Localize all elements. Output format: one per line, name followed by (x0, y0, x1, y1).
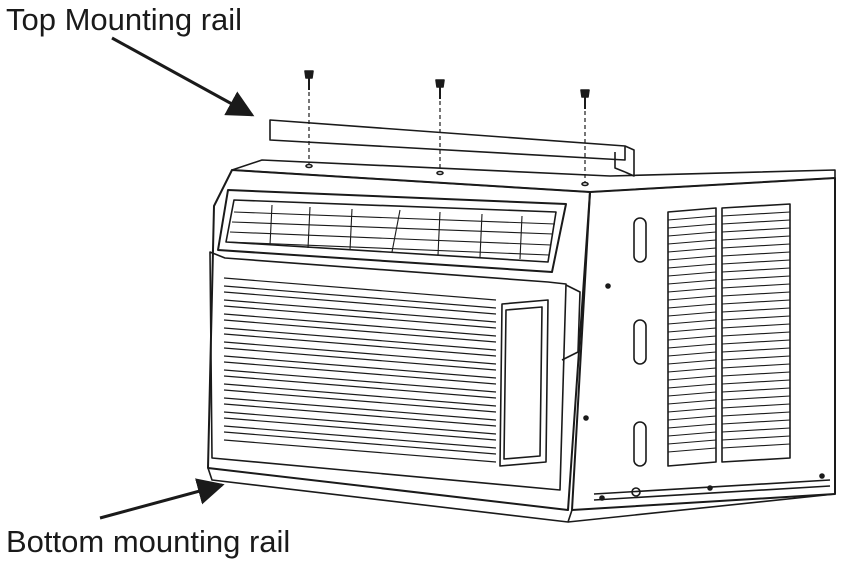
vent-louvers (227, 204, 556, 260)
side-slot-bottom (633, 421, 647, 467)
side-vent-left (667, 207, 717, 467)
front-grille-frame (209, 251, 567, 491)
side-vent-right (721, 203, 791, 463)
bottom-mounting-rail-label: Bottom mounting rail (6, 524, 291, 559)
side-slot-middle (633, 319, 647, 365)
bottom-rail-leader-arrow (99, 478, 225, 520)
unit-front-face (207, 169, 591, 511)
side-louvers (667, 211, 791, 453)
control-panel-window (499, 299, 549, 467)
front-grille-slats (223, 277, 497, 463)
bottom-mounting-rail (207, 467, 573, 523)
top-mounting-rail (269, 119, 626, 161)
side-slot-top (633, 217, 647, 263)
screw-icon (435, 79, 445, 176)
unit-side-face (571, 177, 836, 511)
top-rail-leader-arrow (111, 36, 255, 117)
screw-icon (580, 89, 590, 187)
top-mounting-rail-label: Top Mounting rail (6, 2, 243, 37)
screw-icon (304, 70, 314, 169)
air-vent-panel (217, 189, 567, 273)
